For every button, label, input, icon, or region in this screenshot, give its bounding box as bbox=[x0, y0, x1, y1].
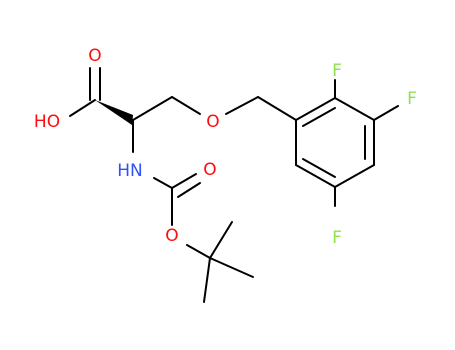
ring-bond-5-inner bbox=[302, 158, 336, 178]
atom-f-meta: F bbox=[407, 89, 417, 109]
atom-f-ortho: F bbox=[332, 61, 342, 81]
atom-labels: O HO O F F F HN O O bbox=[34, 46, 417, 248]
bond-n-cboc bbox=[153, 177, 173, 189]
ring-bond-5 bbox=[295, 164, 336, 188]
bond-tbu-me-up bbox=[209, 221, 233, 259]
atom-o-ether: O bbox=[206, 112, 219, 132]
bond-oether-benzyl bbox=[225, 96, 259, 115]
atom-o-ester-boc: O bbox=[165, 226, 178, 246]
ring-bond-1-inner bbox=[302, 107, 336, 127]
atom-o-carbonyl-boc: O bbox=[203, 160, 216, 180]
atom-f-para: F bbox=[332, 228, 342, 248]
bond-tbu-me-right bbox=[209, 257, 254, 278]
bonds bbox=[69, 67, 399, 303]
atom-hydroxyl: HO bbox=[34, 112, 60, 132]
bond-benzyl-ring bbox=[257, 96, 297, 121]
atom-amine: HN bbox=[117, 161, 143, 181]
atom-o-carbonyl-acid: O bbox=[88, 46, 101, 66]
bond-stereo-wedge bbox=[95, 100, 133, 125]
bond-boc-co-2 bbox=[177, 182, 201, 198]
bond-boc-co-1 bbox=[171, 173, 197, 189]
ring-bond-1 bbox=[295, 97, 336, 121]
bond-acid-c-oh bbox=[69, 99, 96, 117]
bond-calpha-ch2 bbox=[132, 96, 173, 121]
ring-bond-4 bbox=[334, 164, 375, 188]
bond-ch2-oether bbox=[171, 96, 201, 115]
bond-c-f-meta bbox=[373, 105, 399, 121]
bond-oester-ctbu bbox=[186, 244, 211, 259]
ring-bond-2 bbox=[334, 97, 375, 121]
bond-tbu-me-down bbox=[203, 257, 211, 303]
